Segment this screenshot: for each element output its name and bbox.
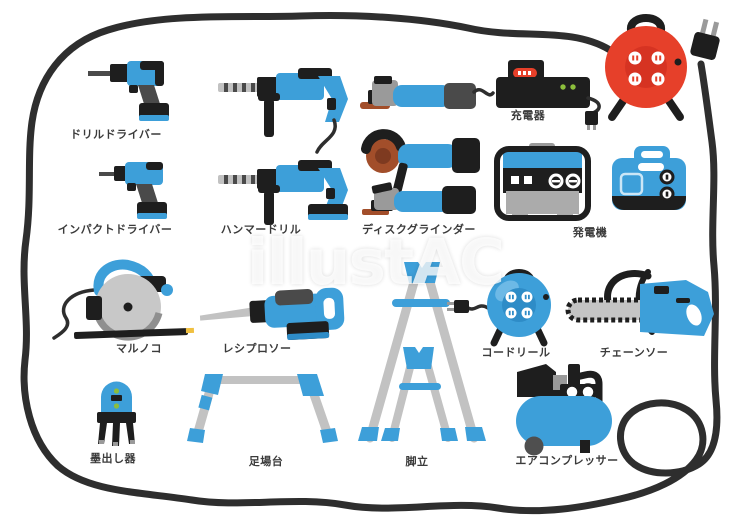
- label-generator: 発電機: [572, 227, 608, 239]
- label-disc-grinder: ディスクグラインダー: [362, 224, 476, 236]
- label-scaffold: 足場台: [248, 456, 284, 468]
- label-charger: 充電器: [510, 110, 546, 122]
- label-recipro-saw: レシプロソー: [222, 343, 292, 355]
- drill-driver-icon: [88, 61, 169, 121]
- label-cord-reel: コードリール: [481, 347, 551, 359]
- hammer-drill-battery-icon: [218, 160, 348, 225]
- air-compressor-icon: [516, 364, 612, 456]
- circular-saw-icon: [52, 259, 195, 341]
- label-hammer-drill: ハンマードリル: [220, 224, 302, 236]
- scaffold-platform-icon: [187, 374, 338, 443]
- generator-inverter-icon: [612, 146, 686, 210]
- recipro-saw-icon: [199, 287, 345, 341]
- laser-marker-icon: [97, 381, 136, 446]
- extension-cord-border: [20, 12, 721, 515]
- impact-driver-icon: [99, 162, 167, 219]
- power-plug-icon: [690, 18, 720, 60]
- disc-grinder-top-icon: [361, 129, 480, 193]
- chainsaw-icon: [565, 269, 714, 336]
- disc-grinder-corded-icon: [360, 76, 495, 109]
- label-chainsaw: チェーンソー: [599, 347, 669, 359]
- blue-cord-reel-icon: [447, 269, 551, 347]
- label-circular-saw: マルノコ: [116, 343, 162, 355]
- label-impact-driver: インパクトドライバー: [57, 224, 173, 236]
- generator-frame-icon: [494, 143, 591, 221]
- label-drill-driver: ドリルドライバー: [70, 129, 162, 141]
- charger-icon: [496, 60, 601, 130]
- label-air-compressor: エアコンプレッサー: [515, 455, 619, 467]
- label-stepladder: 脚立: [405, 456, 429, 468]
- stepladder-icon: [358, 262, 486, 443]
- disc-grinder-battery-icon: [362, 182, 476, 215]
- hammer-drill-corded-icon: [218, 68, 348, 154]
- red-cord-reel-icon: [605, 14, 687, 121]
- label-laser-marker: 墨出し器: [90, 453, 136, 465]
